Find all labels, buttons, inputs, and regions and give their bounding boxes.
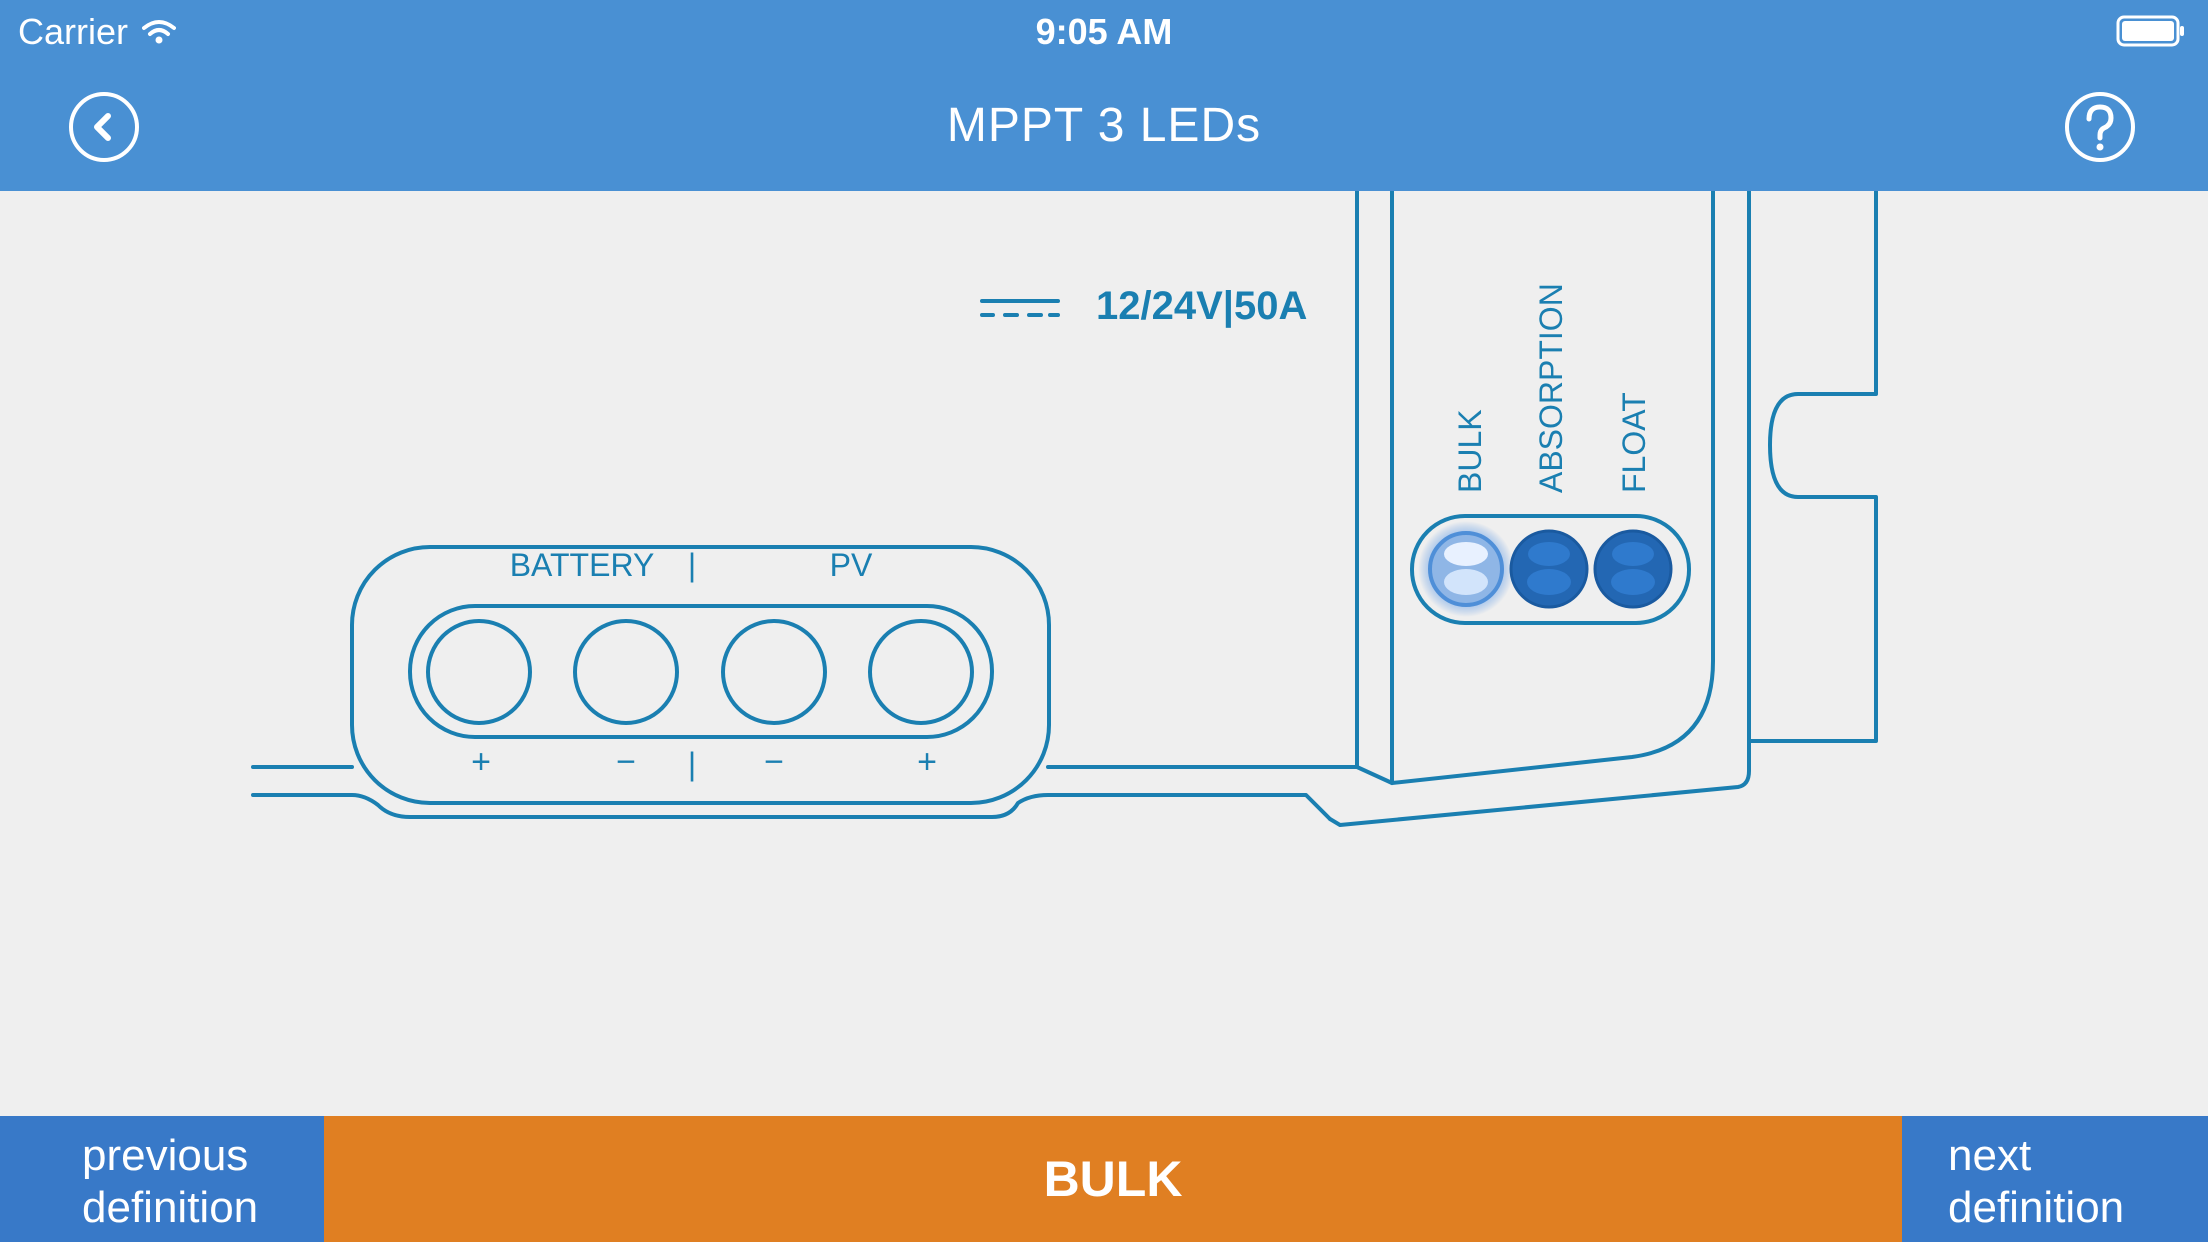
back-button[interactable] [68, 91, 140, 163]
rating-label: 12/24V|50A [1096, 284, 1307, 328]
page-title: MPPT 3 LEDs [946, 99, 1262, 152]
terminal-sign: − [764, 743, 784, 781]
question-mark-icon [2065, 92, 2135, 162]
help-button[interactable] [2064, 91, 2136, 163]
chevron-left-icon [69, 92, 139, 162]
previous-label-line1: previous [82, 1131, 249, 1180]
led-bulk [1418, 521, 1514, 617]
led-label-float: FLOAT [1616, 392, 1652, 493]
terminal-sign: + [471, 743, 491, 781]
led-label-absorption: ABSORPTION [1533, 283, 1569, 493]
device-diagram: BATTERY | PV + − | − + 12/24V|50A BULK A… [251, 191, 1878, 827]
carrier-label: Carrier [18, 11, 129, 52]
battery-icon [2116, 15, 2184, 47]
bottom-bar: previous definition BULK next definition [0, 1116, 2208, 1242]
status-time: 9:05 AM [1035, 11, 1173, 52]
previous-definition-button[interactable]: previous definition [0, 1116, 324, 1242]
pv-label: PV [830, 547, 873, 583]
led-label-bulk: BULK [1452, 409, 1488, 493]
terminal-sign: − [616, 743, 636, 781]
next-label-line1: next [1948, 1131, 2032, 1180]
led-float [1593, 529, 1673, 609]
previous-label-line2: definition [82, 1183, 259, 1232]
header-bar: Carrier 9:05 AM MPPT 3 LEDs [0, 0, 2208, 191]
led-absorption [1509, 529, 1589, 609]
wifi-icon [142, 20, 177, 44]
terminal-sign: | [688, 746, 696, 782]
next-label-line2: definition [1948, 1183, 2125, 1232]
terminal-separator: | [688, 547, 696, 583]
battery-label: BATTERY [510, 547, 655, 583]
current-state-label: BULK [324, 1116, 1902, 1242]
terminal-sign: + [917, 743, 937, 781]
next-definition-button[interactable]: next definition [1902, 1116, 2208, 1242]
status-carrier: Carrier [18, 10, 177, 54]
